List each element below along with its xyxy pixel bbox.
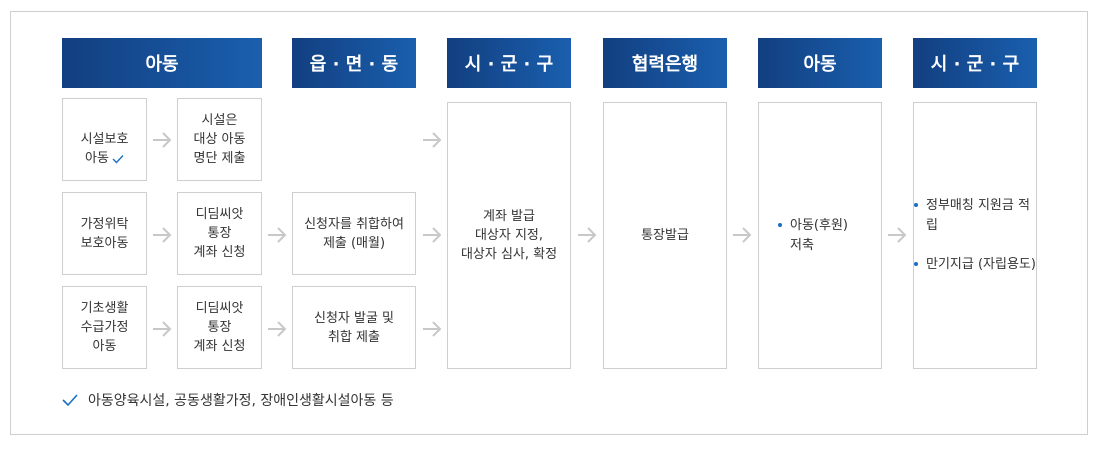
header-city-2: 시 · 군 · 구 — [913, 38, 1037, 88]
arrow-right-icon — [421, 130, 443, 150]
arrow-right-icon — [151, 319, 173, 339]
header-office: 읍 · 면 · 동 — [292, 38, 416, 88]
header-child: 아동 — [62, 38, 262, 88]
box-city-support: 정부매칭 지원금 적립 만기지급 (자립용도) — [913, 102, 1037, 369]
footnote: 아동양육시설, 공동생활가정, 장애인생활시설아동 등 — [62, 390, 394, 410]
bullet-maturity: 만기지급 (자립용도) — [914, 255, 1036, 275]
bullet-matching: 정부매칭 지원금 적립 — [914, 196, 1036, 236]
arrow-right-icon — [151, 225, 173, 245]
box-facility-list: 시설은 대상 아동 명단 제출 — [177, 98, 262, 181]
box-basic-child: 기초생활 수급가정 아동 — [62, 286, 147, 369]
bullet-saving: 아동(후원) 저축 — [778, 216, 848, 256]
check-icon — [112, 154, 124, 164]
box-bank-issue: 통장발급 — [603, 102, 727, 369]
arrow-right-icon — [151, 130, 173, 150]
footnote-text: 아동양육시설, 공동생활가정, 장애인생활시설아동 등 — [88, 393, 394, 409]
arrow-right-icon — [266, 319, 288, 339]
check-icon — [62, 394, 78, 407]
header-child-2: 아동 — [758, 38, 882, 88]
header-bank: 협력은행 — [603, 38, 727, 88]
arrow-right-icon — [266, 225, 288, 245]
box-city-review: 계좌 발급 대상자 지정, 대상자 심사, 확정 — [447, 102, 571, 369]
arrow-right-icon — [421, 319, 443, 339]
box-basic-apply: 디딤씨앗 통장 계좌 신청 — [177, 286, 262, 369]
box-facility-child: 시설보호 아동 — [62, 98, 147, 181]
box-child-saving: 아동(후원) 저축 — [758, 102, 882, 369]
box-foster-apply: 디딤씨앗 통장 계좌 신청 — [177, 192, 262, 275]
box-monthly-submit: 신청자를 취합하여 제출 (매월) — [292, 192, 416, 275]
header-city: 시 · 군 · 구 — [447, 38, 571, 88]
arrow-right-icon — [421, 225, 443, 245]
diagram-frame — [10, 11, 1088, 435]
arrow-right-icon — [576, 225, 598, 245]
box-discover-submit: 신청자 발굴 및 취합 제출 — [292, 286, 416, 369]
facility-child-label: 시설보호 아동 — [80, 132, 129, 166]
box-foster-child: 가정위탁 보호아동 — [62, 192, 147, 275]
arrow-right-icon — [731, 225, 753, 245]
arrow-right-icon — [886, 225, 908, 245]
